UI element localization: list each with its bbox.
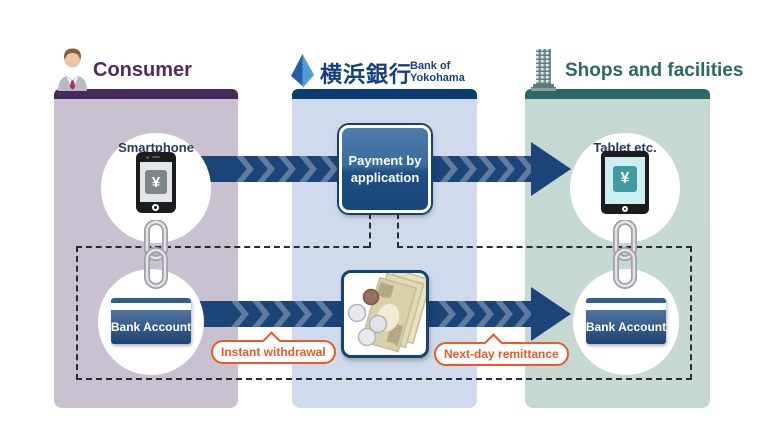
consumer-title: Consumer	[93, 59, 192, 81]
consumer-column-header-bar	[54, 89, 238, 99]
dashed-frame-left	[76, 246, 78, 380]
chevron-icon	[278, 156, 296, 182]
dashed-frame-top-right	[397, 246, 692, 248]
flow-arrow-bottom-right	[426, 301, 532, 327]
chevron-icon	[231, 301, 249, 327]
cash-box	[341, 268, 433, 358]
chevron-icon	[514, 301, 532, 327]
card-top-stripe	[111, 298, 191, 303]
bank-name-english-line1: Bank of	[410, 60, 451, 72]
chevron-icon	[315, 301, 333, 327]
chevron-icon	[478, 156, 496, 182]
chevron-icon	[457, 301, 475, 327]
home-button-icon	[622, 206, 628, 212]
chevron-icon	[257, 156, 275, 182]
chevron-icon	[273, 301, 291, 327]
nextday-remittance-callout: Next-day remittance	[434, 333, 569, 366]
chevron-icon	[438, 301, 456, 327]
bank-name-japanese: 横浜銀行	[320, 62, 413, 87]
card-white-stripe	[111, 303, 191, 310]
chevron-icon	[495, 301, 513, 327]
yen-icon: ¥	[145, 170, 167, 194]
bank-column-header-bar	[292, 89, 477, 99]
dashed-connector-left	[369, 213, 371, 248]
building-tower	[536, 49, 551, 84]
chevron-icon	[252, 301, 270, 327]
bankbook-icon: Bank Account	[586, 298, 666, 344]
flow-arrow-bottom-left	[193, 301, 343, 327]
payment-box-line1: Payment by	[348, 153, 422, 168]
payment-by-application-box: Payment by application	[339, 125, 431, 213]
tablet-icon: ¥	[601, 151, 649, 214]
dashed-frame-top-left	[76, 246, 369, 248]
chain-link-icon	[144, 220, 168, 289]
dashed-frame-right	[690, 246, 692, 380]
bank-name-english-line2: Yokohama	[410, 72, 465, 84]
chevron-icon	[516, 156, 532, 182]
bank-logo-icon	[291, 54, 314, 88]
building-icon	[530, 49, 557, 92]
bankbook-icon: Bank Account	[111, 298, 191, 344]
bank-account-left-label: Bank Account	[111, 310, 191, 344]
speaker-icon	[152, 156, 160, 158]
card-top-stripe	[586, 298, 666, 303]
shops-title: Shops and facilities	[565, 60, 744, 81]
instant-withdrawal-label: Instant withdrawal	[221, 345, 326, 359]
building-base	[531, 87, 556, 91]
shops-column-header-bar	[525, 89, 710, 99]
smartphone-icon: ¥	[136, 152, 176, 213]
chevron-icon	[299, 156, 317, 182]
flow-arrow-top-left	[200, 156, 341, 182]
home-button-icon	[152, 204, 159, 211]
building-base	[533, 84, 554, 87]
yen-icon: ¥	[613, 166, 637, 192]
payment-box-line2: application	[350, 170, 420, 185]
chevron-icon	[294, 301, 312, 327]
chevron-icon	[236, 156, 254, 182]
card-white-stripe	[586, 303, 666, 310]
bank-account-right-label: Bank Account	[586, 310, 666, 344]
chevron-icon	[476, 301, 494, 327]
instant-withdrawal-callout: Instant withdrawal	[211, 331, 336, 364]
dashed-frame-bottom	[76, 378, 692, 380]
chevron-icon	[459, 156, 477, 182]
chevron-icon	[320, 156, 338, 182]
person-icon	[58, 48, 87, 91]
smartphone-label: Smartphone	[118, 140, 194, 155]
bank-name-english: Bank of Yokohama	[410, 60, 465, 84]
flow-arrow-top-right	[428, 156, 532, 182]
chevron-icon	[440, 156, 458, 182]
nextday-remittance-label: Next-day remittance	[444, 347, 559, 361]
camera-dot-icon	[146, 155, 149, 159]
chevron-icon	[497, 156, 515, 182]
dashed-connector-right	[397, 213, 399, 248]
chain-link-icon	[613, 220, 637, 289]
money-icon	[347, 268, 433, 353]
